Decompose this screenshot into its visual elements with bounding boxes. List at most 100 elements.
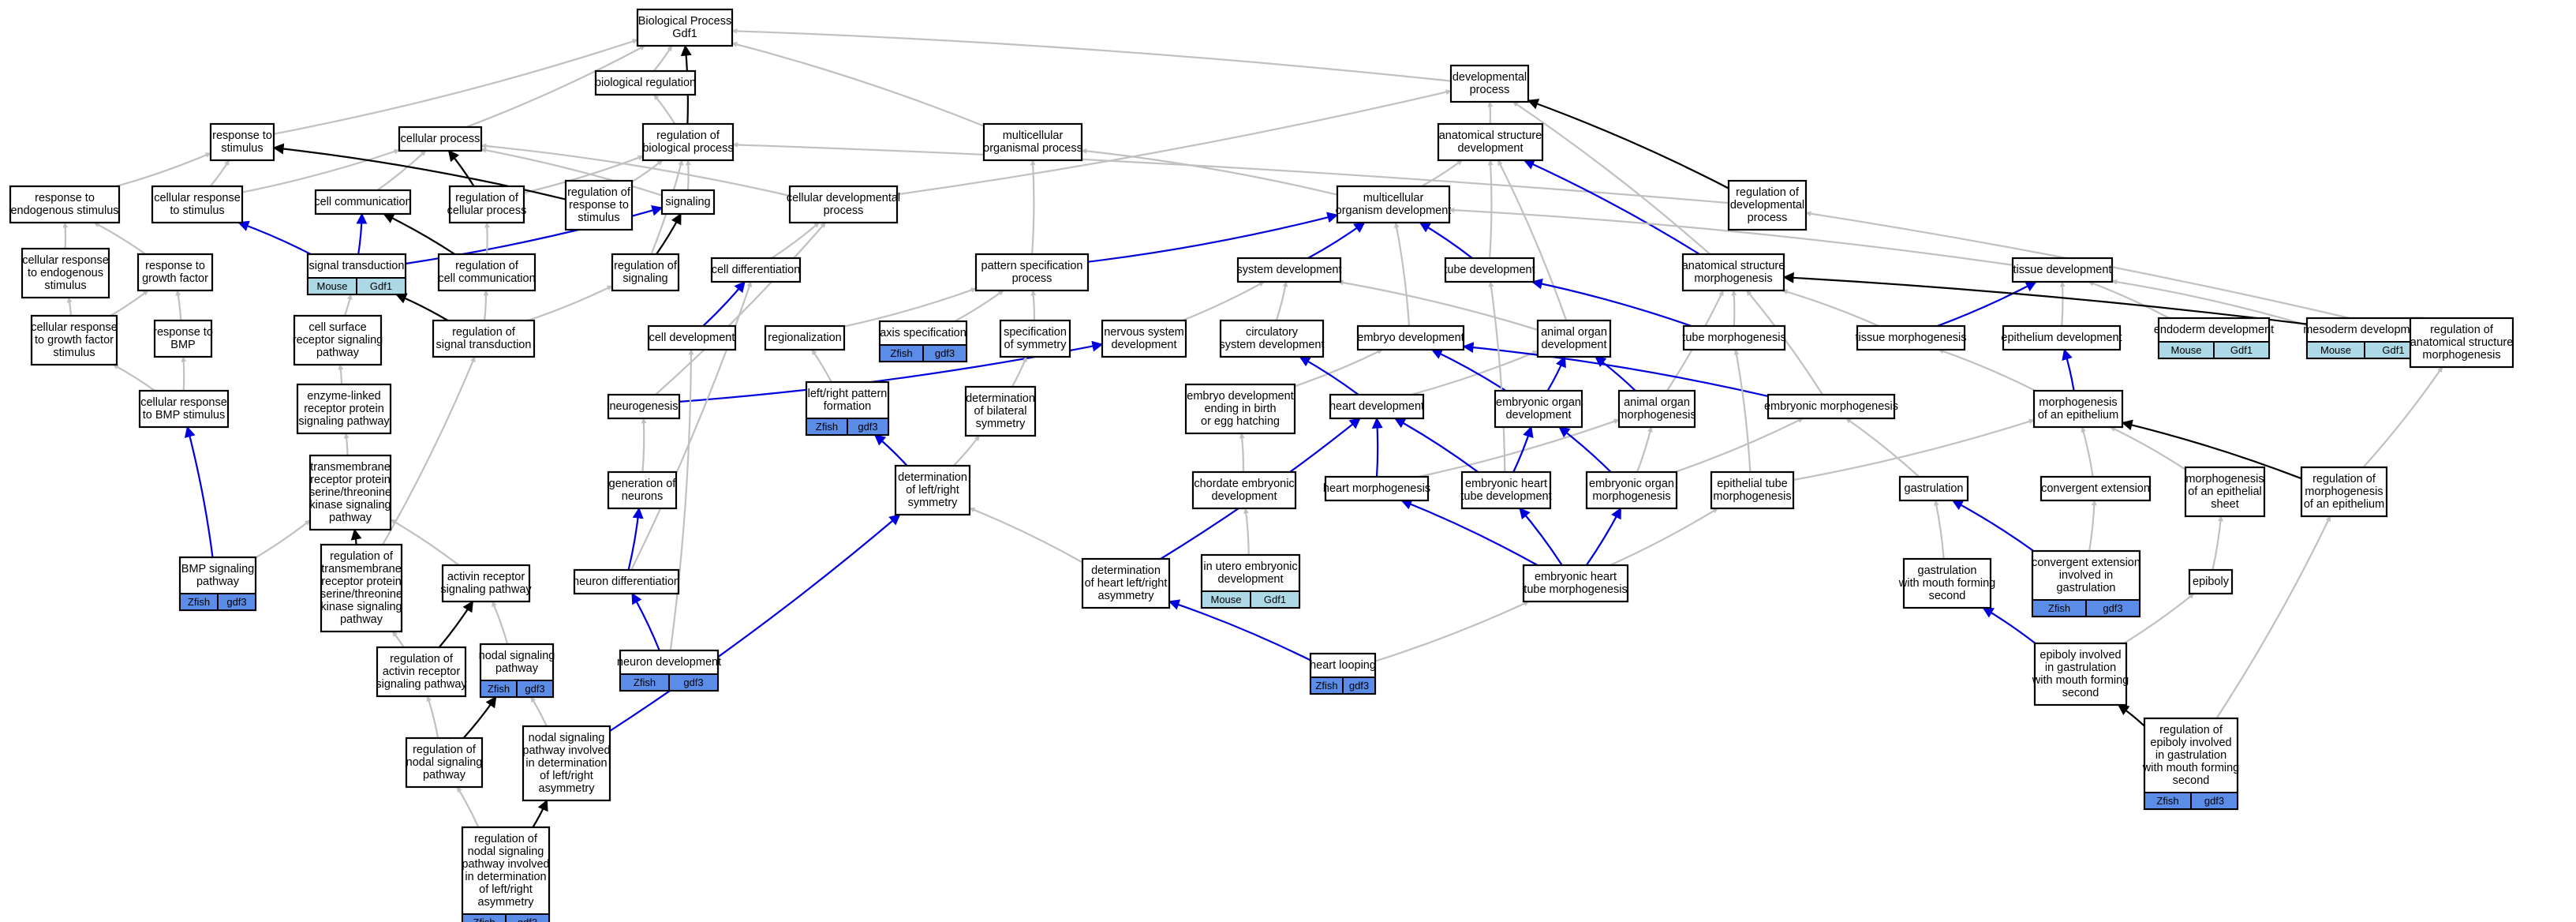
node-box	[2184, 466, 2266, 518]
go-term-node[interactable]: cell differentiation	[710, 257, 802, 283]
node-label: response to	[145, 260, 205, 272]
go-term-node[interactable]: neurogenesis	[607, 393, 681, 420]
go-term-node[interactable]: epithelium development	[2001, 324, 2122, 351]
go-term-node[interactable]: system development	[1237, 257, 1342, 283]
go-term-node[interactable]: embryo development	[1356, 324, 1465, 351]
edge-blue	[702, 280, 746, 327]
go-term-node[interactable]: embryonic morphogenesis	[1764, 393, 1898, 420]
edge-grey	[2362, 366, 2443, 468]
edge-grey	[669, 349, 694, 651]
go-term-node[interactable]: tissue morphogenesis	[1855, 324, 1967, 351]
edge-grey	[952, 435, 981, 467]
node-label: neuron development	[617, 656, 721, 669]
edge-grey	[843, 287, 977, 328]
go-term-node[interactable]: tube morphogenesis	[1682, 324, 1786, 351]
go-term-node[interactable]: regionalization	[764, 324, 846, 351]
go-term-node[interactable]: cell communication	[314, 189, 412, 216]
go-term-node[interactable]: cell development	[647, 324, 737, 351]
go-term-node[interactable]: convergent extension	[2039, 475, 2152, 502]
go-term-node[interactable]: cellular process	[398, 126, 483, 152]
go-term-node[interactable]: neuron differentiation	[573, 568, 680, 595]
go-term-node[interactable]: signaling	[660, 189, 716, 216]
node-label: regulation of	[1736, 186, 1800, 199]
go-term-node[interactable]: tissue development	[2011, 257, 2114, 283]
node-label: regulation of	[455, 192, 519, 204]
edge-blue	[2062, 348, 2075, 392]
node-box	[308, 454, 392, 531]
go-term-node[interactable]: heart morphogenesis	[1323, 475, 1430, 502]
go-term-node[interactable]: biological regulation	[594, 69, 697, 96]
go-term-node[interactable]: tube development	[1444, 257, 1535, 283]
go-term-node[interactable]: heart development	[1329, 393, 1425, 420]
go-term-node[interactable]: gastrulation	[1898, 475, 1969, 502]
go-term-node[interactable]: epiboly	[2188, 568, 2234, 595]
